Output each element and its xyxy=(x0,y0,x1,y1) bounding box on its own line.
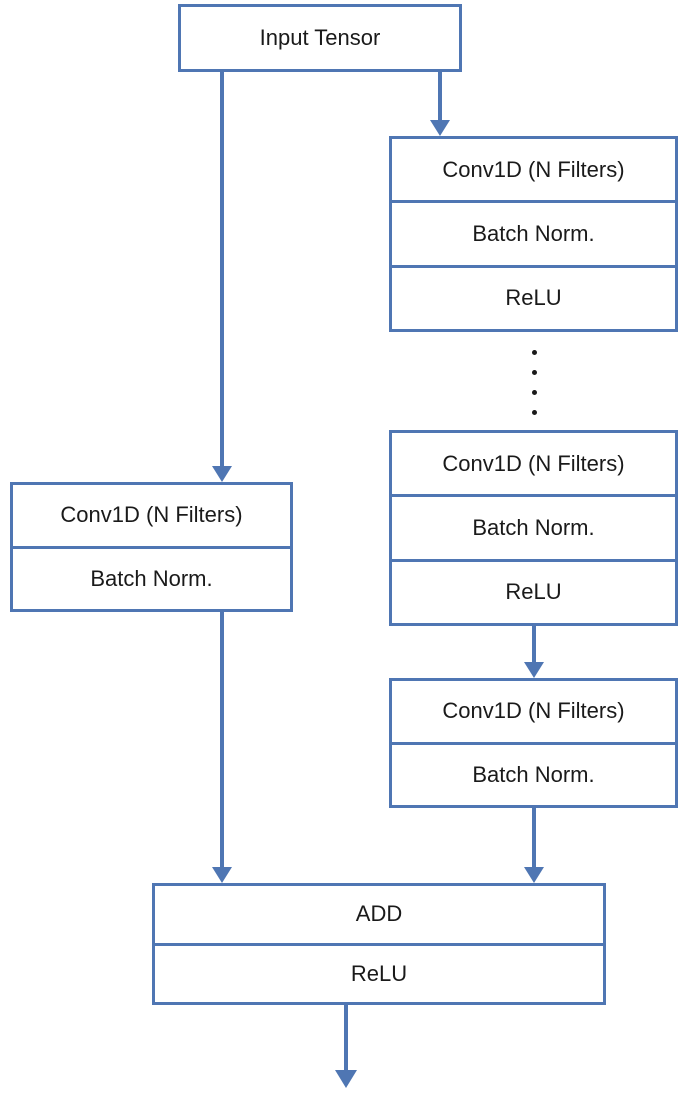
input-tensor-label: Input Tensor xyxy=(259,25,381,50)
arrowhead-output xyxy=(335,1070,357,1088)
relu-layer: ReLU xyxy=(392,558,675,623)
arrowhead-add-left xyxy=(212,867,232,883)
add-layer: ADD xyxy=(355,901,403,927)
ellipsis-dots xyxy=(525,348,545,418)
merge-block: ADD ReLU xyxy=(152,883,606,1005)
arrowhead-shortcut xyxy=(212,466,232,482)
batch-norm-layer: Batch Norm. xyxy=(392,741,675,806)
batch-norm-layer: Batch Norm. xyxy=(13,545,290,610)
batch-norm-layer: Batch Norm. xyxy=(392,494,675,558)
arrowhead-add-right xyxy=(524,867,544,883)
arrowhead-block3 xyxy=(524,662,544,678)
main-branch-block-3: Conv1D (N Filters) Batch Norm. xyxy=(389,678,678,808)
relu-layer: ReLU xyxy=(392,264,675,329)
main-branch-block-2: Conv1D (N Filters) Batch Norm. ReLU xyxy=(389,430,678,626)
conv1d-layer: Conv1D (N Filters) xyxy=(442,156,625,182)
conv1d-layer: Conv1D (N Filters) xyxy=(60,502,243,528)
shortcut-branch-block: Conv1D (N Filters) Batch Norm. xyxy=(10,482,293,612)
conv1d-layer: Conv1D (N Filters) xyxy=(442,450,625,476)
input-tensor-box: Input Tensor xyxy=(178,4,462,72)
relu-layer: ReLU xyxy=(155,942,603,1003)
main-branch-block-1: Conv1D (N Filters) Batch Norm. ReLU xyxy=(389,136,678,332)
batch-norm-layer: Batch Norm. xyxy=(392,200,675,264)
conv1d-layer: Conv1D (N Filters) xyxy=(442,698,625,724)
arrowhead-block1 xyxy=(430,120,450,136)
